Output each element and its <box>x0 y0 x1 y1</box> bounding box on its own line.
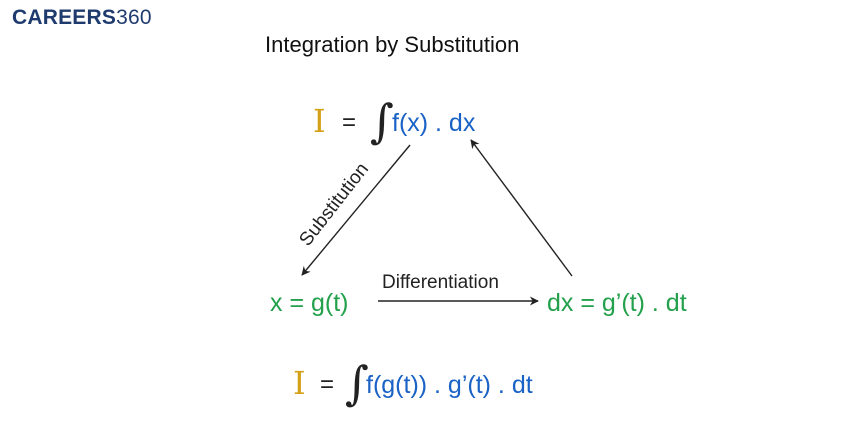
right-node: dx = g’(t) . dt <box>547 289 687 317</box>
bottom-formula-symbol: I <box>293 364 306 402</box>
substitution-arrow <box>301 144 411 276</box>
top-formula-symbol: I <box>313 102 326 140</box>
return-arrow <box>470 139 573 277</box>
careers360-logo: CAREERS360 <box>12 6 152 30</box>
diagram-title: Integration by Substitution <box>265 32 520 57</box>
logo-number: 360 <box>116 6 152 29</box>
bottom-formula-equals: = <box>320 371 335 398</box>
left-node: x = g(t) <box>270 289 349 317</box>
top-formula-expression: f(x) . dx <box>392 109 476 137</box>
differentiation-label: Differentiation <box>382 272 499 293</box>
bottom-formula-integral: ∫ <box>345 356 369 410</box>
top-formula-integral: ∫ <box>370 94 394 148</box>
logo-brand: CAREERS <box>12 6 117 29</box>
top-formula-equals: = <box>342 109 357 136</box>
bottom-formula-expression: f(g(t)) . g’(t) . dt <box>366 371 533 399</box>
